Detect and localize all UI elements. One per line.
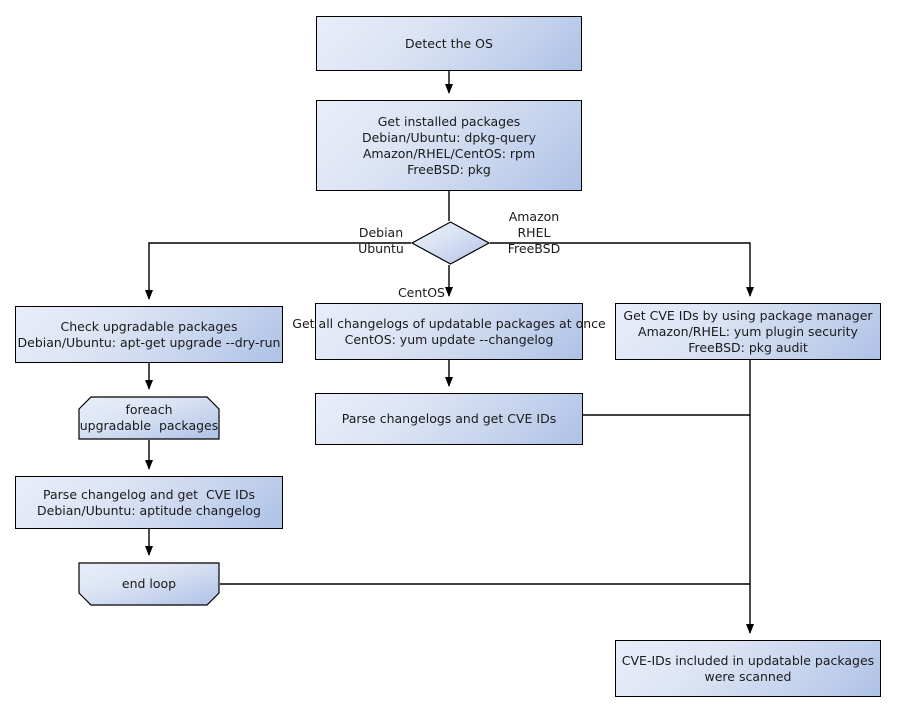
edge-label-freebsd: FreeBSD <box>507 241 561 256</box>
node-foreach-line1: foreach <box>125 402 173 417</box>
node-get-installed-packages-line1: Get installed packages <box>377 113 521 129</box>
node-check-upgradable-packages[interactable]: Check upgradable packages Debian/Ubuntu:… <box>15 306 283 363</box>
node-get-installed-packages-line2: Debian/Ubuntu: dpkg-query <box>361 129 537 145</box>
node-foreach-upgradable-packages[interactable]: foreach upgradable packages <box>78 396 220 440</box>
edge-label-debian: Debian <box>358 225 404 240</box>
node-get-cve-ids-line3: FreeBSD: pkg audit <box>688 339 808 355</box>
node-get-cve-ids-line2: Amazon/RHEL: yum plugin security <box>638 323 858 339</box>
edge-label-amazon-rhel-freebsd: Amazon RHEL FreeBSD <box>496 193 564 257</box>
node-foreach-line2: upgradable packages <box>79 418 219 433</box>
node-get-all-changelogs[interactable]: Get all changelogs of updatable packages… <box>292 303 606 360</box>
node-get-cve-ids-line1: Get CVE IDs by using package manager <box>623 307 873 323</box>
node-cve-ids-scanned-line1: CVE-IDs included in updatable packages <box>621 652 875 668</box>
node-get-installed-packages-line3: Amazon/RHEL/CentOS: rpm <box>362 145 536 161</box>
edge-label-centos-text: CentOS <box>397 285 445 300</box>
edge-decision-amazon <box>490 242 754 297</box>
edge-label-centos: CentOS <box>390 269 445 301</box>
node-parse-changelog-line2: Debian/Ubuntu: aptitude changelog <box>37 502 261 518</box>
node-check-upgradable-line2: Debian/Ubuntu: apt-get upgrade --dry-run <box>17 334 281 350</box>
edge-label-amazon: Amazon <box>508 209 560 224</box>
node-end-loop[interactable]: end loop <box>78 562 220 606</box>
node-detect-os-label: Detect the OS <box>405 35 493 51</box>
node-os-decision[interactable] <box>410 221 491 265</box>
edge-label-debian-ubuntu: Debian Ubuntu <box>347 209 407 257</box>
node-get-installed-packages[interactable]: Get installed packages Debian/Ubuntu: dp… <box>316 100 582 191</box>
node-get-all-changelogs-line2: CentOS: yum update --changelog <box>344 331 554 347</box>
node-end-loop-label: end loop <box>121 576 177 591</box>
node-cve-ids-scanned[interactable]: CVE-IDs included in updatable packages w… <box>615 640 881 697</box>
node-parse-changelogs-get-cve-ids[interactable]: Parse changelogs and get CVE IDs <box>315 393 583 445</box>
node-parse-changelog-line1: Parse changelog and get CVE IDs <box>43 486 255 502</box>
node-detect-os[interactable]: Detect the OS <box>316 16 582 71</box>
node-parse-changelog-get-cve-ids[interactable]: Parse changelog and get CVE IDs Debian/U… <box>15 476 283 529</box>
edge-label-ubuntu: Ubuntu <box>358 241 404 256</box>
edge-decision-debian <box>145 242 411 300</box>
node-check-upgradable-line1: Check upgradable packages <box>60 318 238 334</box>
node-get-cve-ids-pkg-manager[interactable]: Get CVE IDs by using package manager Ama… <box>615 303 881 360</box>
edge-label-rhel: RHEL <box>517 225 551 240</box>
node-parse-changelogs-label: Parse changelogs and get CVE IDs <box>341 411 557 426</box>
node-cve-ids-scanned-line2: were scanned <box>704 668 792 684</box>
node-get-installed-packages-line4: FreeBSD: pkg <box>407 161 491 177</box>
node-get-all-changelogs-line1: Get all changelogs of updatable packages… <box>292 315 606 331</box>
